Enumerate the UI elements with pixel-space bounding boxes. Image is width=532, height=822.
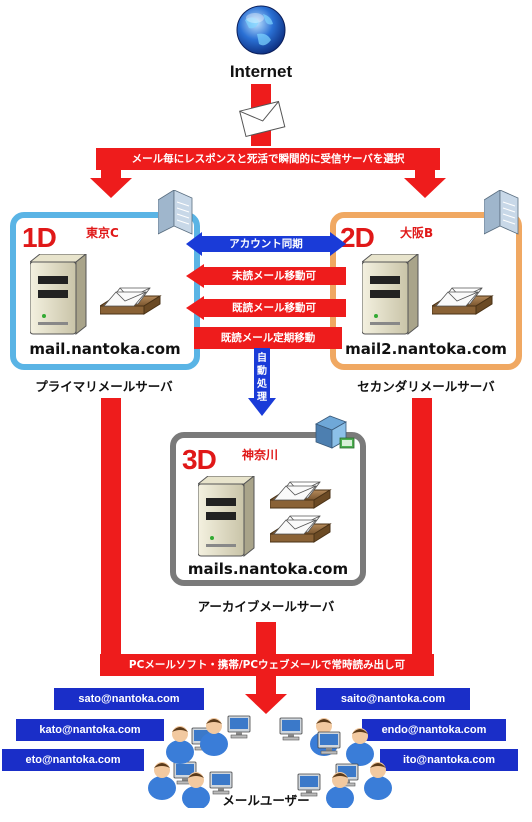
secondary-domain: mail2.nantoka.com [345, 340, 507, 358]
server-icon [30, 254, 87, 335]
users-label: メールユーザー [222, 793, 310, 808]
primary-caption: プライマリメールサーバ [35, 379, 173, 394]
selection-banner: メール毎にレスポンスと死活で瞬間的に受信サーバを選択 [96, 148, 440, 170]
archive-tier: 3D [182, 444, 217, 475]
primary-server-box [10, 212, 200, 370]
mail-tray-icon [100, 287, 161, 315]
read-move-arrow [186, 296, 346, 320]
archive-caption: アーカイブメールサーバ [197, 599, 335, 614]
secondary-location: 大阪B [400, 226, 434, 240]
email-badge: endo@nantoka.com [362, 719, 506, 741]
arrow-to-primary [90, 178, 132, 198]
mail-tray-icon [432, 287, 493, 315]
pipe-archive-down [256, 622, 276, 656]
archive-domain: mails.nantoka.com [187, 560, 349, 578]
building-icon [158, 190, 193, 235]
read-periodic-move-label: 既読メール定期移動 [194, 327, 342, 349]
auto-process-label: 自動処理 [257, 353, 267, 403]
globe-icon [236, 5, 286, 55]
mail-tray-icon [270, 481, 331, 509]
datacenter-icon [315, 415, 355, 449]
server-icon [198, 476, 255, 557]
primary-tier: 1D [22, 222, 57, 253]
auto-process-arrow [248, 348, 276, 416]
account-sync-label: アカウント同期 [229, 238, 303, 250]
access-banner: PCメールソフト・携帯/PCウェブメールで常時読み出し可 [100, 654, 434, 676]
email-badge: saito@nantoka.com [316, 688, 470, 710]
email-badge: kato@nantoka.com [16, 719, 164, 741]
pipe-primary-down [101, 398, 121, 654]
email-badge: sato@nantoka.com [54, 688, 204, 710]
primary-location: 東京C [86, 226, 119, 240]
secondary-caption: セカンダリメールサーバ [357, 379, 495, 394]
building-icon [484, 190, 519, 235]
unread-move-label: 未読メール移動可 [232, 270, 316, 282]
email-badge: ito@nantoka.com [380, 749, 518, 771]
pipe-bottom-down [256, 676, 276, 698]
email-badge: eto@nantoka.com [2, 749, 144, 771]
server-icon [362, 254, 419, 335]
secondary-tier: 2D [340, 222, 375, 253]
unread-move-arrow [186, 264, 346, 288]
account-sync-arrow [186, 232, 346, 256]
arrow-to-users [245, 694, 287, 714]
internet-label: Internet [229, 62, 293, 81]
archive-location: 神奈川 [242, 448, 279, 462]
primary-domain: mail.nantoka.com [29, 340, 181, 358]
arrow-to-secondary [404, 178, 446, 198]
mail-tray-icon [270, 515, 331, 543]
pipe-secondary-down [412, 398, 432, 654]
envelope-icon [239, 100, 286, 137]
read-move-label: 既読メール移動可 [232, 302, 316, 314]
